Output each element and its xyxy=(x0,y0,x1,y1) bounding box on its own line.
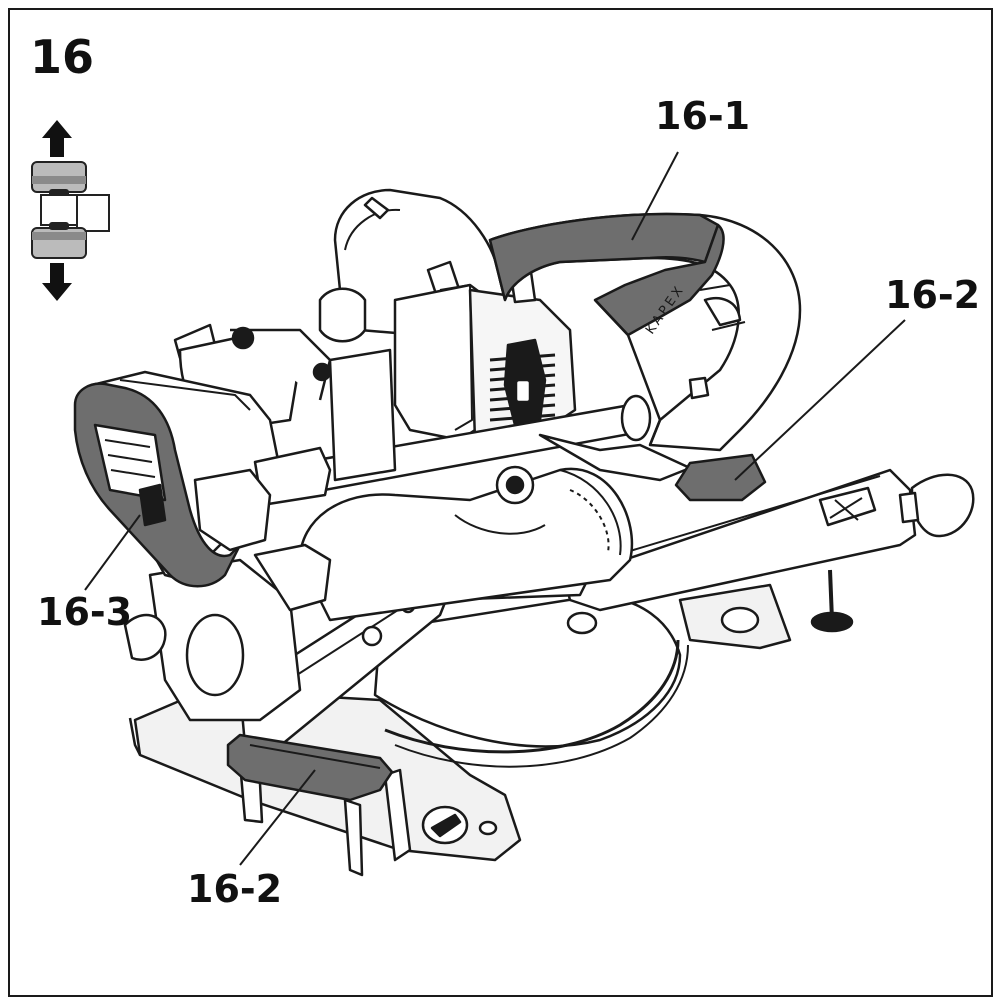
front-support-pad xyxy=(226,733,394,802)
leveling-foot xyxy=(810,611,854,633)
motor-housing xyxy=(333,188,577,442)
fence-knob xyxy=(910,473,975,538)
callout-16-2-rear: 16-2 xyxy=(885,273,981,317)
callout-16-2-front: 16-2 xyxy=(187,867,283,911)
leader-16-2-front xyxy=(239,769,316,866)
callout-16-3: 16-3 xyxy=(37,590,133,634)
bevel-head xyxy=(123,287,397,722)
leader-16-2-rear xyxy=(734,319,906,481)
leader-lines xyxy=(84,151,906,866)
leader-16-1 xyxy=(631,151,679,241)
leader-16-3 xyxy=(84,514,141,591)
figure-border xyxy=(8,8,993,997)
arrow-up-icon xyxy=(42,120,72,157)
arrow-down-icon xyxy=(42,263,72,301)
main-handle xyxy=(488,212,802,452)
handle-grip-highlight xyxy=(488,212,720,302)
side-grip xyxy=(73,370,332,588)
callout-16-1: 16-1 xyxy=(655,94,751,138)
fence-right xyxy=(563,468,975,612)
figure-number: 16 xyxy=(30,30,95,84)
rear-support-pad xyxy=(674,453,767,502)
saw-blade-guard xyxy=(298,465,634,622)
carry-handle-icon xyxy=(31,120,110,301)
base-foot-right xyxy=(678,569,854,650)
turntable xyxy=(373,593,682,748)
miter-scale xyxy=(384,639,680,754)
